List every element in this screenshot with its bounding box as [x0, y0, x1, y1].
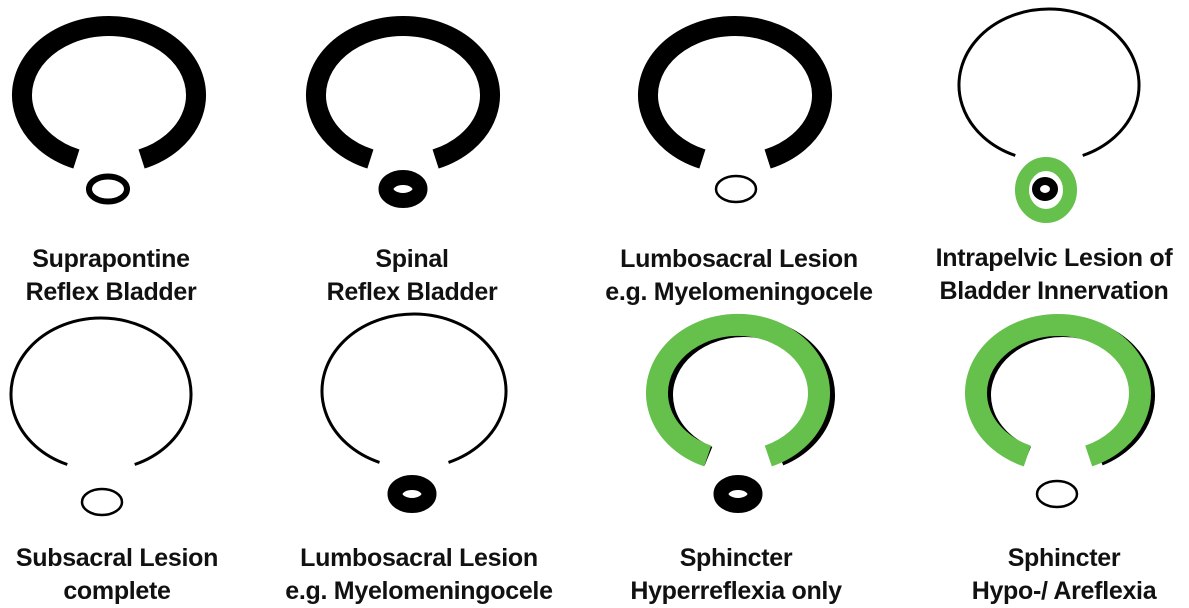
caption-line1: Sphincter: [914, 542, 1189, 575]
caption-suprapontine: Suprapontine Reflex Bladder: [0, 243, 261, 309]
panel-suprapontine: [22, 26, 196, 201]
sphincter-green-ring: [1022, 164, 1070, 216]
panel-sphincter-hyperreflexia: [657, 325, 825, 506]
sphincter-thin-ring: [1037, 481, 1077, 507]
caption-line2: e.g. Myelomeningocele: [269, 575, 569, 608]
caption-intrapelvic: Intrapelvic Lesion of Bladder Innervatio…: [904, 242, 1189, 308]
panel-spinal: [316, 26, 490, 200]
bladder-thick-wall: [22, 26, 196, 159]
caption-line2: e.g. Myelomeningocele: [589, 276, 889, 309]
caption-sphincter-hyperreflexia: Sphincter Hyperreflexia only: [586, 542, 886, 608]
sphincter-medium-ring: [89, 177, 127, 202]
caption-line1: Lumbosacral Lesion: [269, 542, 569, 575]
caption-line1: Sphincter: [586, 542, 886, 575]
caption-line2: Reflex Bladder: [0, 276, 261, 309]
sphincter-black-core: [1036, 181, 1054, 197]
bladder-green-wall: [657, 325, 819, 456]
caption-sphincter-hypo-areflexia: Sphincter Hypo-/ Areflexia: [914, 542, 1189, 608]
caption-line2: Reflex Bladder: [262, 276, 562, 309]
caption-lumbosacral-top: Lumbosacral Lesion e.g. Myelomeningocele: [589, 243, 889, 309]
caption-line1: Suprapontine: [0, 243, 261, 276]
sphincter-thin-ring: [716, 176, 756, 202]
bladder-thin-wall: [959, 9, 1139, 155]
panel-lumbosacral-bottom: [322, 314, 506, 505]
bladder-thick-wall: [316, 26, 490, 159]
sphincter-thick-ring: [721, 483, 755, 506]
caption-lumbosacral-bottom: Lumbosacral Lesion e.g. Myelomeningocele: [269, 542, 569, 608]
sphincter-thick-ring: [395, 483, 429, 506]
caption-line1: Intrapelvic Lesion of: [904, 242, 1189, 275]
caption-line1: Lumbosacral Lesion: [589, 243, 889, 276]
caption-line2: Hypo-/ Areflexia: [914, 575, 1189, 608]
bladder-thin-wall: [11, 318, 191, 464]
panel-lumbosacral-top: [648, 26, 822, 202]
panel-intrapelvic: [959, 9, 1139, 216]
caption-line2: complete: [0, 575, 267, 608]
caption-line2: Hyperreflexia only: [586, 575, 886, 608]
caption-spinal: Spinal Reflex Bladder: [262, 243, 562, 309]
caption-line2: Bladder Innervation: [904, 275, 1189, 308]
caption-line1: Spinal: [262, 243, 562, 276]
panel-sphincter-hypo-areflexia: [976, 325, 1145, 507]
caption-line1: Subsacral Lesion: [0, 542, 267, 575]
bladder-thin-wall: [322, 314, 506, 462]
bladder-green-wall: [976, 325, 1140, 456]
sphincter-thin-ring: [82, 489, 122, 515]
panel-subsacral: [11, 318, 191, 515]
caption-subsacral: Subsacral Lesion complete: [0, 542, 267, 608]
bladder-thick-wall: [648, 26, 822, 159]
sphincter-thick-ring: [386, 178, 420, 201]
